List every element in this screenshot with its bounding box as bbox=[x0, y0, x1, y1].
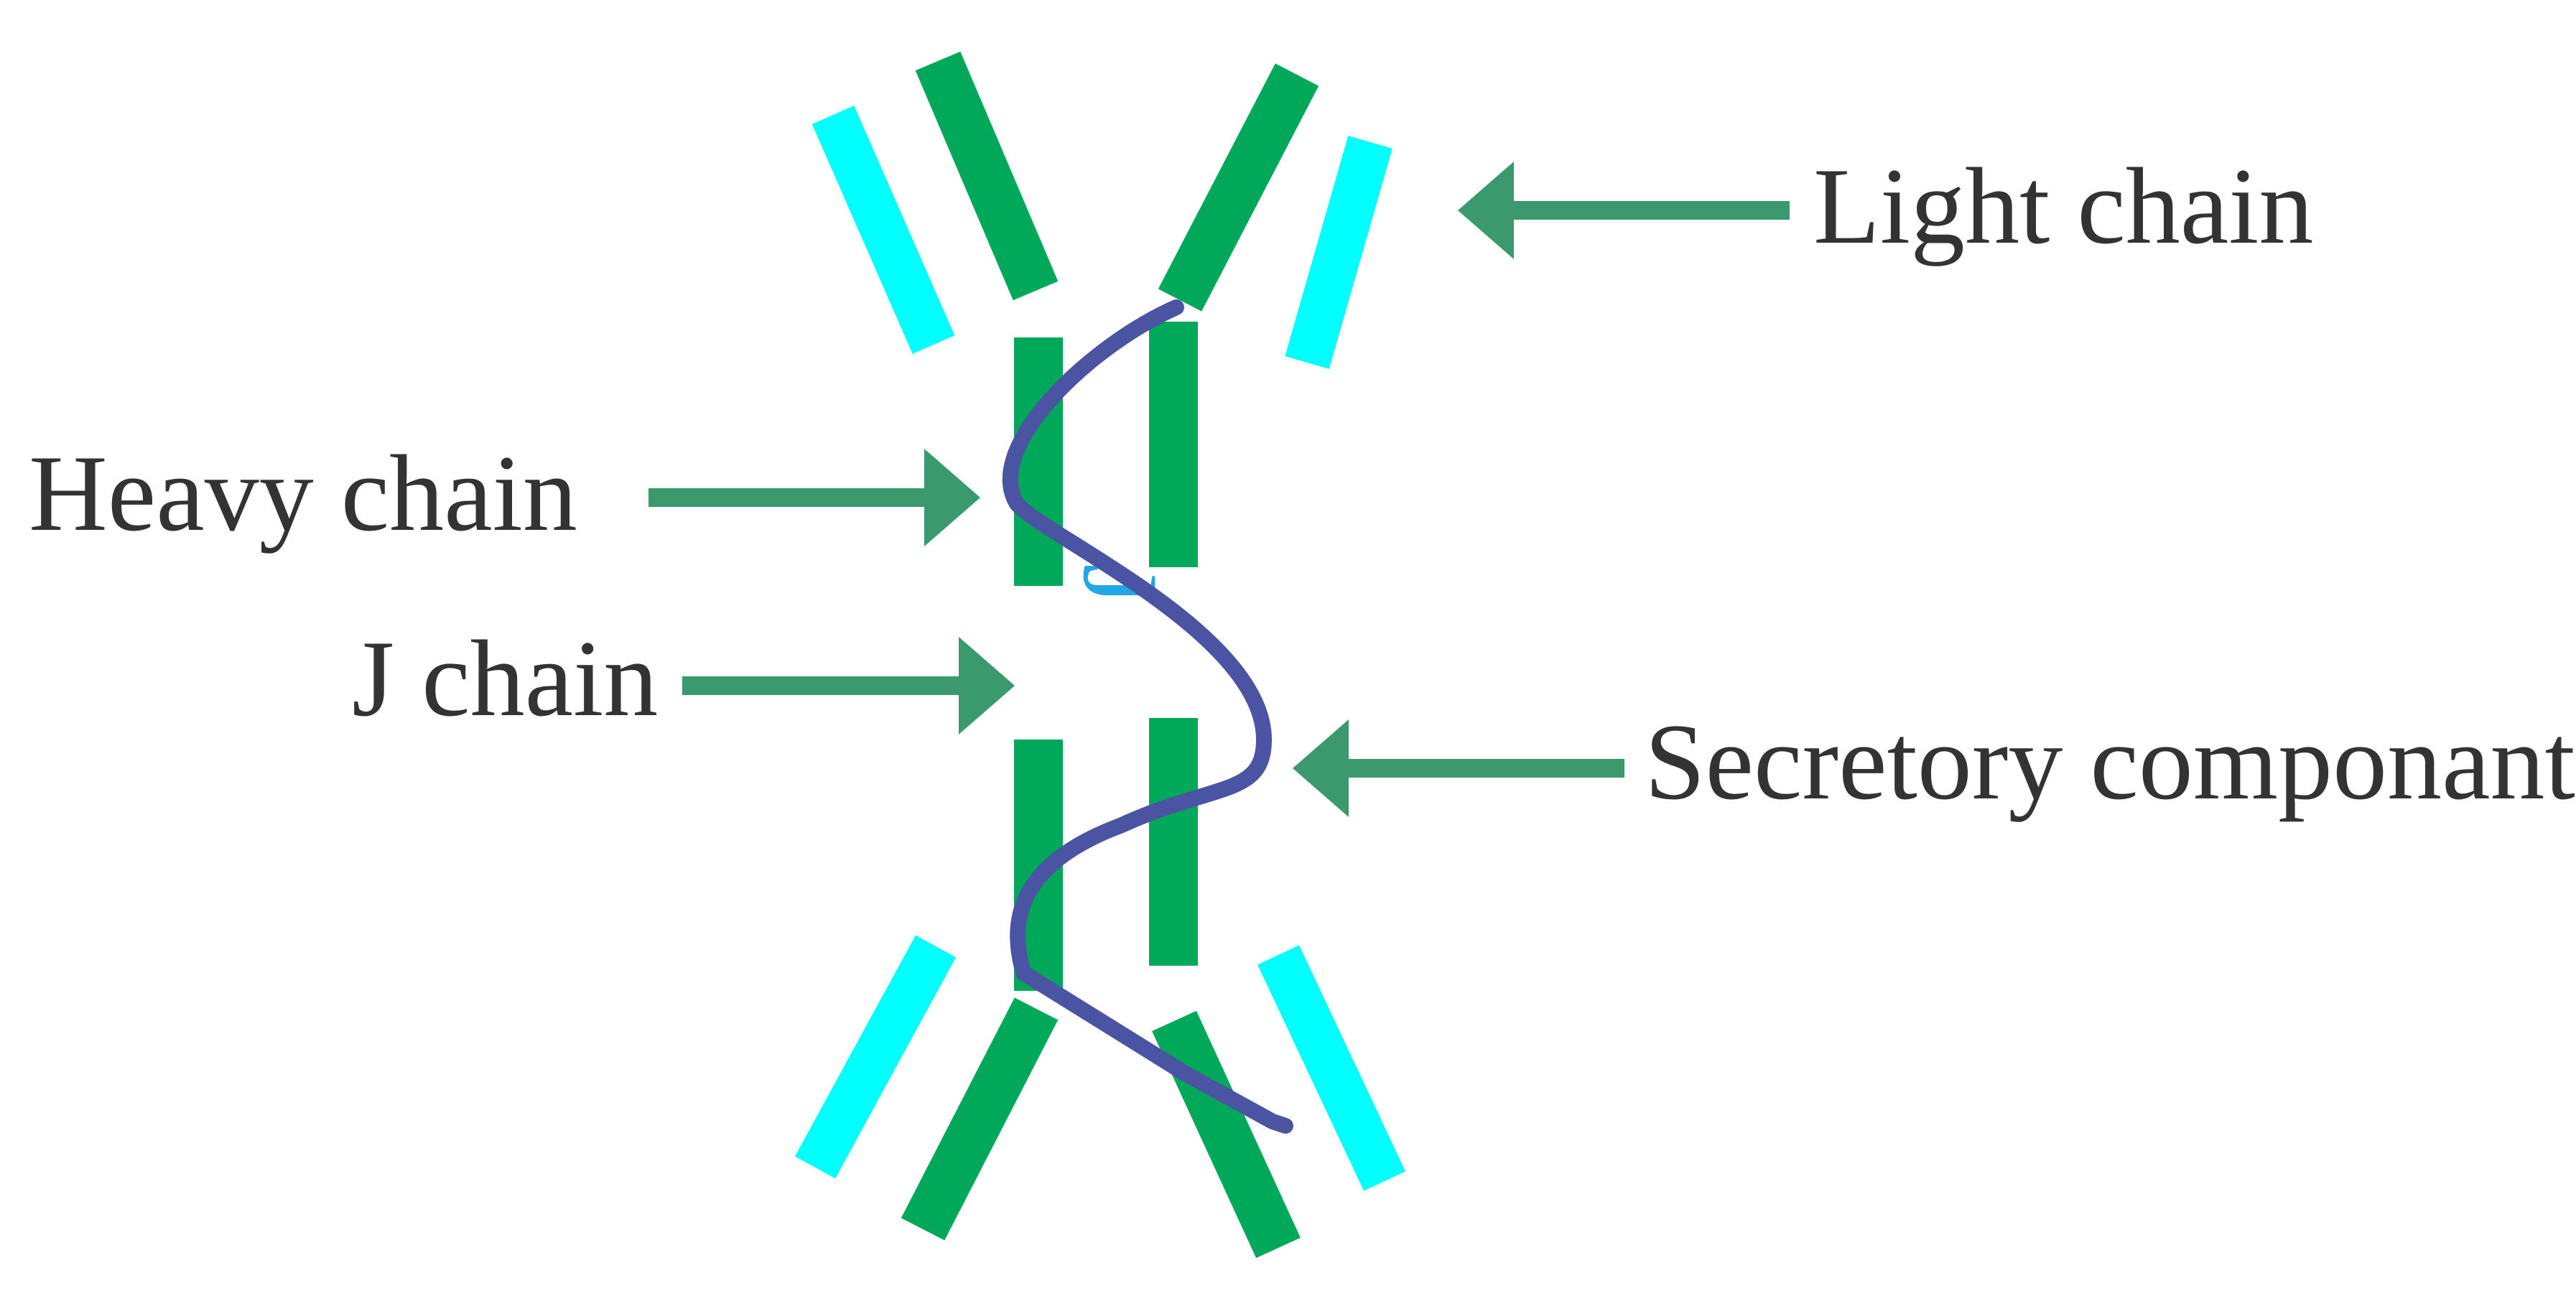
heavy-chain-lower-right-arm bbox=[1152, 1010, 1301, 1259]
heavy-chain-lower-left-arm bbox=[901, 997, 1059, 1241]
light-chain-lower-right bbox=[1257, 945, 1405, 1191]
j-chain-label: J chain bbox=[352, 618, 658, 739]
lower-light-chains bbox=[794, 935, 1405, 1191]
heavy-chain-upper-right-arm bbox=[1158, 63, 1319, 312]
secretory-component-arrow bbox=[1293, 719, 1624, 817]
label-arrows bbox=[648, 162, 1790, 817]
secretory-component-label: Secretory componant bbox=[1645, 701, 2575, 822]
light-chain-upper-left bbox=[812, 106, 955, 354]
j-chain-arrow bbox=[682, 637, 1015, 735]
heavy-chain-upper-left-arm bbox=[915, 51, 1059, 301]
heavy-chain-upper-left-stem bbox=[1014, 337, 1063, 586]
heavy-chain-upper-right-stem bbox=[1149, 322, 1198, 567]
lower-heavy-chains bbox=[901, 718, 1301, 1259]
light-chain-arrow bbox=[1458, 162, 1790, 259]
upper-heavy-chains bbox=[915, 51, 1319, 586]
heavy-chain-lower-right-stem bbox=[1149, 718, 1198, 966]
secretory-component-strand bbox=[1002, 299, 1293, 1134]
upper-light-chains bbox=[812, 106, 1392, 369]
light-chain-upper-right bbox=[1285, 136, 1392, 369]
light-chain-label: Light chain bbox=[1813, 146, 2313, 266]
light-chain-lower-left bbox=[794, 935, 957, 1179]
heavy-chain-label: Heavy chain bbox=[29, 433, 577, 554]
heavy-chain-arrow bbox=[648, 449, 980, 546]
